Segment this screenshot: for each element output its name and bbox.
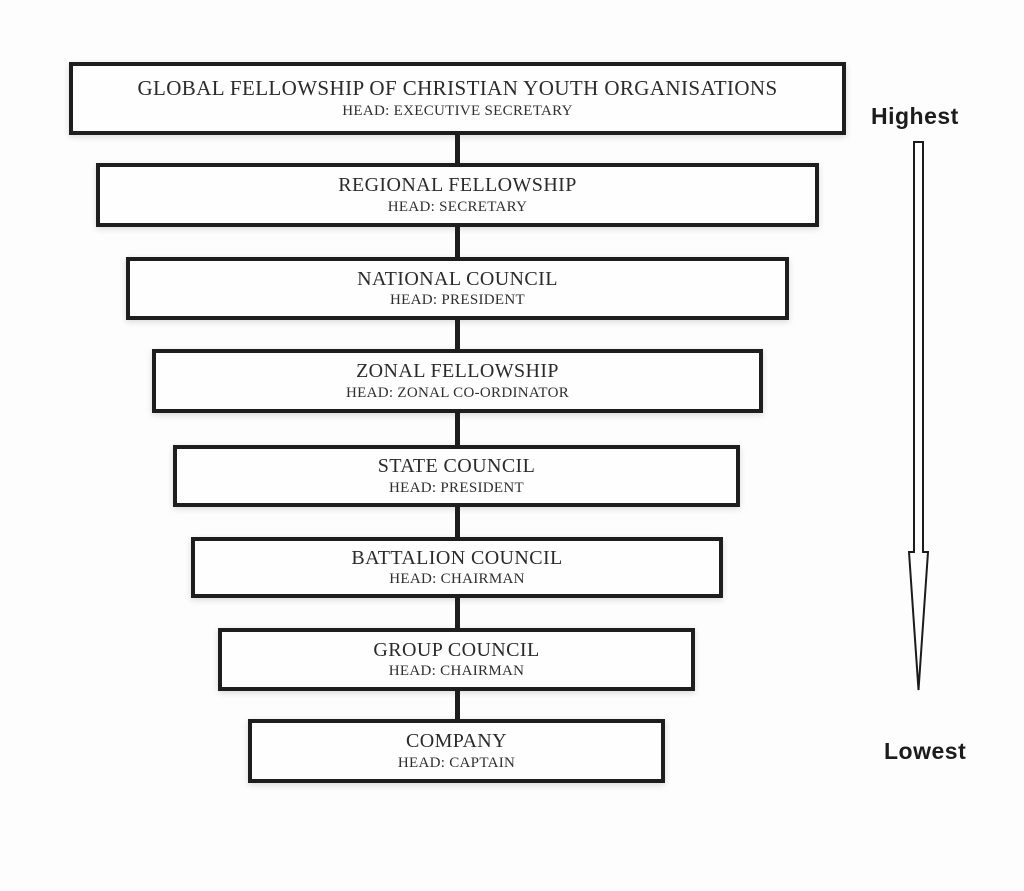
level-title: BATTALION COUNCIL	[351, 546, 563, 569]
level-box-company: COMPANY HEAD: CAPTAIN	[248, 719, 665, 783]
connector-line	[455, 133, 460, 165]
level-title: GROUP COUNCIL	[373, 638, 540, 661]
level-head: HEAD: ZONAL CO-ORDINATOR	[345, 384, 570, 401]
level-title: STATE COUNCIL	[377, 455, 536, 478]
level-head: HEAD: CHAIRMAN	[388, 663, 525, 680]
level-head: HEAD: PRESIDENT	[389, 479, 524, 496]
level-title: ZONAL FELLOWSHIP	[356, 360, 559, 383]
level-box-global-fellowship: GLOBAL FELLOWSHIP OF CHRISTIAN YOUTH ORG…	[69, 62, 846, 135]
level-title: REGIONAL FELLOWSHIP	[338, 174, 577, 197]
level-head: HEAD: SECRETARY	[387, 198, 528, 215]
level-head: HEAD: PRESIDENT	[390, 292, 525, 309]
connector-line	[455, 505, 460, 539]
level-box-regional-fellowship: REGIONAL FELLOWSHIP HEAD: SECRETARY	[96, 163, 819, 227]
lowest-label: Lowest	[884, 738, 967, 764]
connector-line	[455, 225, 460, 259]
level-box-group-council: GROUP COUNCIL HEAD: CHAIRMAN	[218, 628, 695, 691]
level-box-zonal-fellowship: ZONAL FELLOWSHIP HEAD: ZONAL CO-ORDINATO…	[152, 349, 763, 413]
connector-line	[455, 689, 460, 721]
level-title: GLOBAL FELLOWSHIP OF CHRISTIAN YOUTH ORG…	[137, 76, 778, 101]
level-head: HEAD: CHAIRMAN	[389, 571, 525, 588]
level-head: HEAD: EXECUTIVE SECRETARY	[342, 102, 573, 119]
down-arrow-icon	[907, 141, 930, 691]
connector-line	[455, 411, 460, 447]
level-title: COMPANY	[406, 730, 507, 753]
level-box-battalion-council: BATTALION COUNCIL HEAD: CHAIRMAN	[191, 537, 723, 598]
level-title: NATIONAL COUNCIL	[357, 267, 558, 290]
highest-label: Highest	[871, 103, 959, 129]
level-head: HEAD: CAPTAIN	[397, 754, 516, 771]
level-box-national-council: NATIONAL COUNCIL HEAD: PRESIDENT	[126, 257, 789, 320]
connector-line	[455, 318, 460, 351]
level-box-state-council: STATE COUNCIL HEAD: PRESIDENT	[173, 445, 740, 507]
connector-line	[455, 596, 460, 630]
